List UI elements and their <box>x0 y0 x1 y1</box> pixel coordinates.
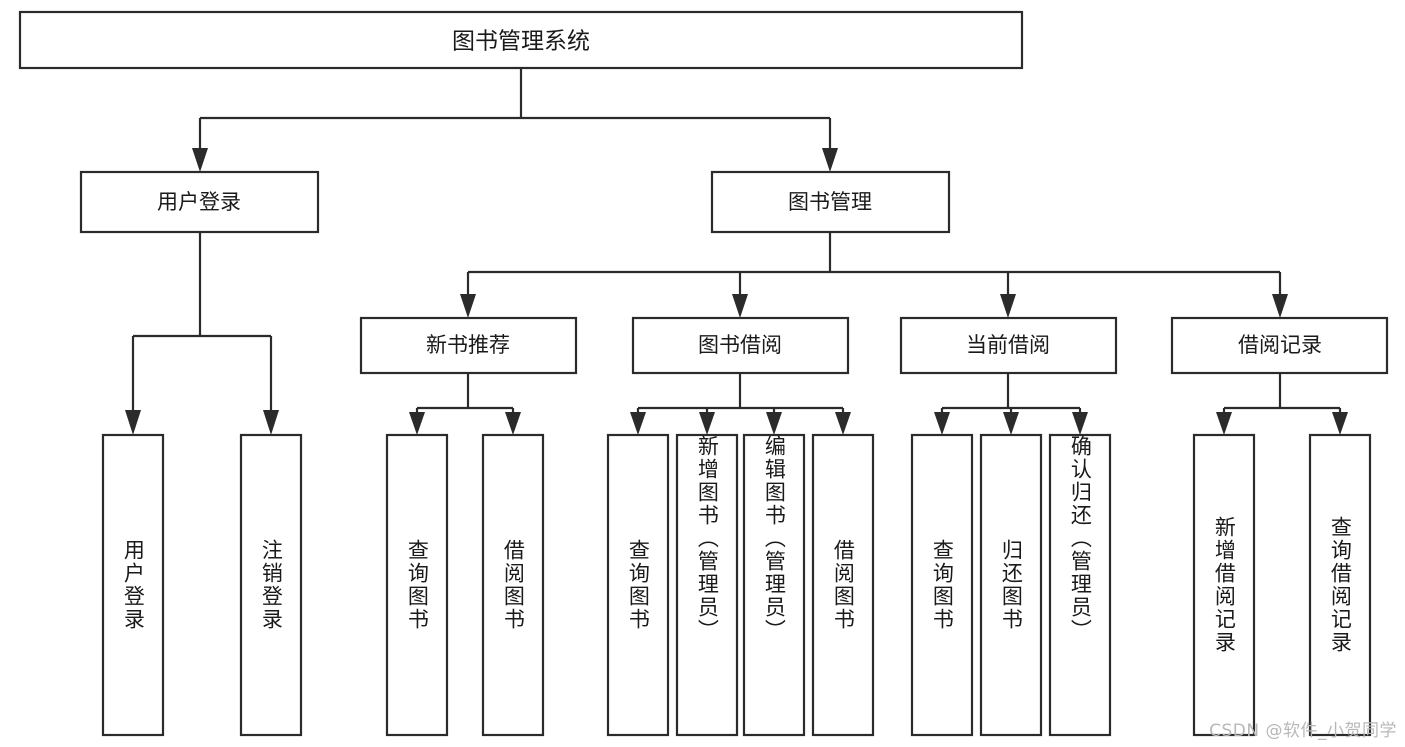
node-leaf-user-login-box[interactable] <box>101 433 165 737</box>
arrow-head-icon <box>1000 294 1016 318</box>
arrow-head-icon <box>192 148 208 172</box>
node-user-login-box[interactable] <box>79 170 320 234</box>
node-root-label: 图书管理系统 <box>452 29 590 55</box>
node-leaf-confirm-return-box[interactable] <box>1048 433 1112 737</box>
node-current-borrow-label: 当前借阅 <box>966 333 1050 357</box>
node-book-manage-label: 图书管理 <box>788 190 872 214</box>
node-leaf-edit-book-box[interactable] <box>742 433 806 737</box>
arrow-head-icon <box>934 412 950 435</box>
node-leaf-return-book-box[interactable] <box>979 433 1043 737</box>
node-leaf-logout-login-box[interactable] <box>239 433 303 737</box>
arrow-head-icon <box>822 148 838 172</box>
node-book-borrow[interactable]: 图书借阅 <box>631 316 850 375</box>
node-new-book-recommend[interactable]: 新书推荐 <box>359 316 578 375</box>
node-root-box[interactable] <box>18 10 1024 70</box>
node-new-book-recommend-box[interactable] <box>359 316 578 375</box>
arrow-head-icon <box>732 294 748 318</box>
node-borrow-record[interactable]: 借阅记录 <box>1170 316 1389 375</box>
arrow-head-icon <box>263 410 279 435</box>
arrow-head-icon <box>630 412 646 435</box>
arrow-head-icon <box>1272 294 1288 318</box>
node-user-login-label: 用户登录 <box>157 190 241 214</box>
node-leaf-add-book-box[interactable] <box>675 433 739 737</box>
node-borrow-record-label: 借阅记录 <box>1238 333 1322 357</box>
node-root[interactable]: 图书管理系统 <box>18 10 1024 70</box>
node-leaf-add-record-box[interactable] <box>1192 433 1256 737</box>
node-book-borrow-box[interactable] <box>631 316 850 375</box>
node-leaf-query-book-2-box[interactable] <box>606 433 670 737</box>
node-book-manage-box[interactable] <box>710 170 951 234</box>
node-leaf-borrow-book-1-box[interactable] <box>481 433 545 737</box>
node-leaf-query-record-box[interactable] <box>1308 433 1372 737</box>
node-book-borrow-label: 图书借阅 <box>698 333 782 357</box>
node-borrow-record-box[interactable] <box>1170 316 1389 375</box>
arrow-head-icon <box>699 412 715 435</box>
arrow-head-icon <box>1072 412 1088 435</box>
arrow-head-icon <box>125 410 141 435</box>
node-user-login[interactable]: 用户登录 <box>79 170 320 234</box>
node-leaf-query-book-1-box[interactable] <box>385 433 449 737</box>
node-book-manage[interactable]: 图书管理 <box>710 170 951 234</box>
node-current-borrow-box[interactable] <box>899 316 1118 375</box>
arrow-head-icon <box>460 294 476 318</box>
arrow-head-icon <box>766 412 782 435</box>
node-new-book-recommend-label: 新书推荐 <box>426 333 510 357</box>
arrow-head-icon <box>505 412 521 435</box>
arrow-head-icon <box>1332 412 1348 435</box>
connector-layer <box>125 68 1348 435</box>
node-leaf-borrow-book-2-box[interactable] <box>811 433 875 737</box>
leaf-box-layer <box>101 433 1372 737</box>
arrow-head-icon <box>835 412 851 435</box>
node-current-borrow[interactable]: 当前借阅 <box>899 316 1118 375</box>
arrow-head-icon <box>1216 412 1232 435</box>
arrow-head-icon <box>409 412 425 435</box>
arrow-head-icon <box>1003 412 1019 435</box>
node-leaf-query-book-3-box[interactable] <box>910 433 974 737</box>
